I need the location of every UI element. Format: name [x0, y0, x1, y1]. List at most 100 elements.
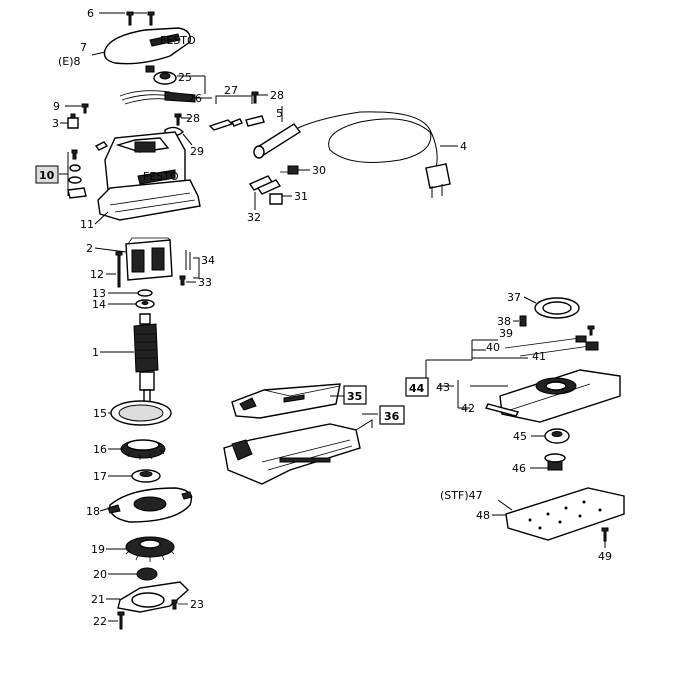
pad-base-43 [499, 369, 621, 423]
label-47: (STF)47 [440, 489, 483, 502]
label-12: 12 [90, 268, 104, 281]
label-13: 13 [92, 287, 106, 300]
rod-40 [504, 335, 587, 349]
bearing-25 [153, 71, 206, 94]
label-28-lower: 28 [186, 112, 200, 125]
screw-28-top [251, 91, 268, 104]
rod-41 [519, 341, 599, 357]
screw-39 [587, 325, 595, 336]
long-screw-12 [106, 251, 123, 288]
label-9: 9 [53, 100, 60, 113]
label-10: 10 [39, 169, 55, 182]
screw-pair-6 [99, 11, 155, 26]
part-labels: 6 7 (E)8 25 26 27 28 28 29 9 3 10 11 2 1… [35, 7, 612, 628]
gasket-15 [108, 400, 172, 426]
label-37: 37 [507, 291, 521, 304]
label-4: 4 [460, 140, 467, 153]
pad-tree-lines [425, 339, 528, 409]
screw-28-lower [174, 113, 190, 126]
pin-38 [513, 315, 527, 327]
label-40: 40 [486, 341, 500, 354]
label-21: 21 [91, 593, 105, 606]
washer-13 [108, 289, 153, 297]
label-35: 35 [347, 390, 362, 403]
bearing-45 [531, 428, 570, 444]
label-42: 42 [461, 402, 475, 415]
cord-clamp-set-10 [59, 141, 109, 199]
dust-bag-35 [231, 383, 344, 419]
connector-30 [280, 165, 310, 175]
switch-parts-27 [208, 95, 265, 131]
label-17: 17 [93, 470, 107, 483]
label-20: 20 [93, 568, 107, 581]
label-32: 32 [247, 211, 261, 224]
terminal-3 [60, 113, 79, 129]
screw-9 [65, 103, 89, 114]
power-cord-4 [297, 111, 458, 198]
label-19: 19 [91, 543, 105, 556]
label-36: 36 [384, 410, 400, 423]
label-46: 46 [512, 462, 526, 475]
housing-logo: FESTO [143, 170, 179, 183]
label-38: 38 [497, 315, 511, 328]
capacitor-31 [269, 193, 292, 205]
label-16: 16 [93, 443, 107, 456]
label-44-box [405, 377, 429, 397]
screw-49 [601, 527, 609, 548]
label-8: (E)8 [58, 55, 81, 68]
label-36-box [379, 405, 405, 425]
cap-knob [145, 65, 155, 73]
rod-42 [484, 403, 520, 417]
label-35-box [343, 385, 367, 405]
screw-22 [108, 611, 125, 630]
label-41: 41 [532, 350, 546, 363]
pinion-20 [108, 567, 158, 581]
field-coil-2 [94, 237, 173, 281]
label-28-top: 28 [270, 89, 284, 102]
label-33: 33 [198, 276, 212, 289]
wire-set-32 [248, 175, 282, 210]
label-34: 34 [201, 254, 215, 267]
label-3: 3 [52, 117, 59, 130]
label-44: 44 [409, 382, 425, 395]
cord-guard-5 [253, 106, 302, 159]
label-14: 14 [92, 298, 106, 311]
label-29: 29 [190, 145, 204, 158]
eccentric-46 [530, 453, 566, 471]
label-43: 43 [436, 381, 450, 394]
label-27: 27 [224, 84, 238, 97]
label-1: 1 [92, 346, 99, 359]
label-45: 45 [513, 430, 527, 443]
motor-housing-11: FESTO [94, 131, 201, 225]
fan-19 [106, 536, 175, 562]
sanding-pad-48 [492, 487, 625, 541]
label-2: 2 [86, 242, 93, 255]
top-cap-7: FESTO [91, 27, 196, 65]
label-31: 31 [294, 190, 308, 203]
label-18: 18 [86, 505, 100, 518]
bearing-17 [108, 469, 161, 483]
label-48: 48 [476, 509, 490, 522]
armature-1 [100, 313, 159, 403]
label-26: 26 [188, 92, 202, 105]
label-30: 30 [312, 164, 326, 177]
ring-37 [523, 296, 580, 319]
label-23: 23 [190, 598, 204, 611]
label-11: 11 [80, 218, 94, 231]
gear-16 [108, 439, 166, 460]
flange-plate-18 [99, 487, 193, 523]
label-6: 6 [87, 7, 94, 20]
label-39: 39 [499, 327, 513, 340]
spring-34 [185, 250, 200, 279]
base-housing-36 [223, 413, 378, 485]
screw-33 [179, 275, 196, 286]
bearing-14 [108, 299, 155, 309]
screws-23 [171, 599, 188, 610]
label-7: 7 [80, 41, 87, 54]
label-15: 15 [93, 407, 107, 420]
label-5: 5 [276, 107, 283, 120]
brush-assembly-26 [119, 90, 212, 105]
label-10-box [35, 165, 59, 184]
base-plate-21 [106, 581, 190, 613]
